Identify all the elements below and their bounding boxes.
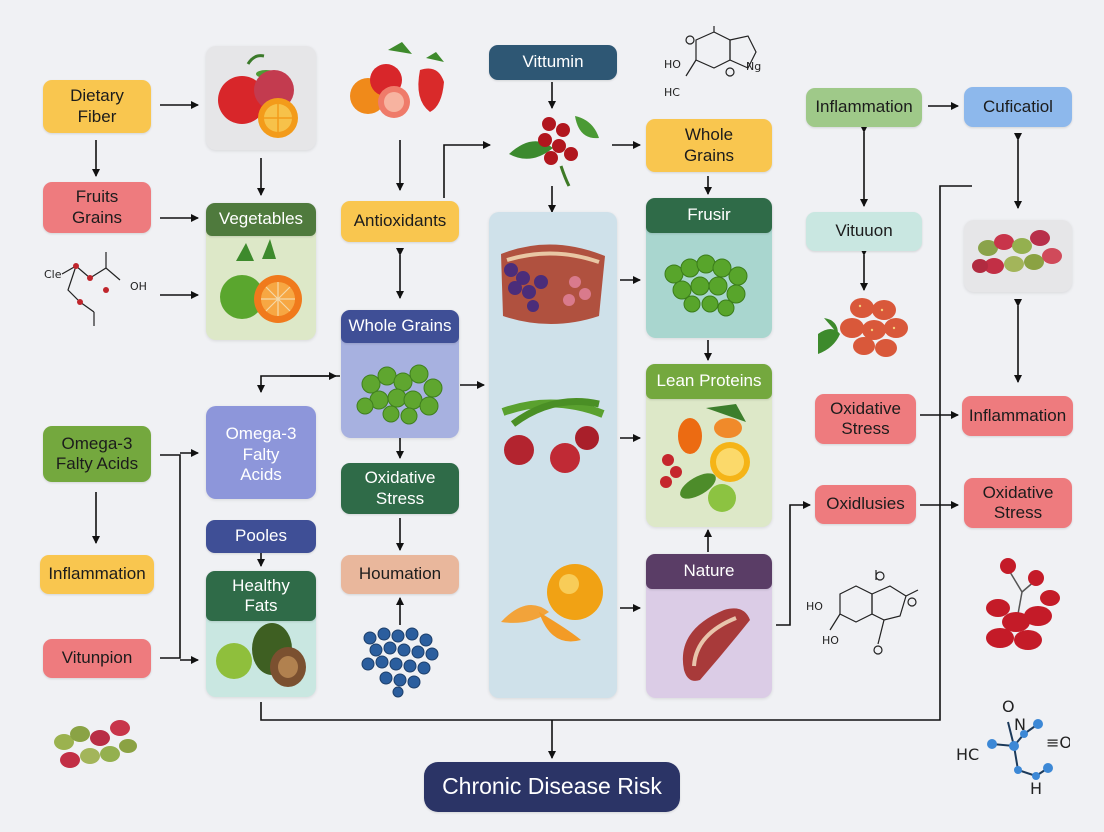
green-peas-icon	[341, 344, 459, 472]
mol-label-o: O	[1002, 697, 1015, 716]
fruit-panel	[206, 46, 316, 150]
center-panel	[489, 212, 617, 698]
label-healthy-fats: Healthy Fats	[206, 571, 316, 621]
label-cuficatiol: Cuficatiol	[964, 87, 1072, 127]
mol-label-ho: HO	[664, 58, 681, 71]
molecule-top-center: HO HC Ng	[660, 26, 770, 106]
label-oxidative-stress-far: Oxidative Stress	[964, 478, 1072, 528]
mol-label-ho-1: HO	[806, 600, 823, 613]
blueberries-icon	[356, 624, 446, 700]
mol-label-hc: HC	[956, 745, 979, 764]
label-lean-proteins: Lean Proteins	[646, 364, 772, 399]
strawberries-icon	[814, 288, 914, 364]
label-oxidative-stress-mid: Oxidative Stress	[341, 463, 459, 514]
mol-label-ho-2: HO	[822, 634, 839, 647]
berries-icon	[505, 108, 605, 188]
label-inflammation-right: Inflammation	[962, 396, 1073, 436]
label-vittumin: Vittumin	[489, 45, 617, 80]
label-nature: Nature	[646, 554, 772, 589]
label-vegetables: Vegetables	[206, 203, 316, 236]
center-foods-icons	[489, 212, 617, 698]
label-frusir: Frusir	[646, 198, 772, 233]
mol-label-ng: Ng	[746, 60, 761, 73]
molecule-bottom-right: HO HO	[800, 570, 930, 662]
mol-label-h: H	[1030, 779, 1042, 798]
mol-label-oh: OH	[130, 280, 147, 293]
mol-label-n: N	[1014, 715, 1026, 734]
mixed-fruit-icon	[346, 40, 456, 120]
label-whole-grains-right: Whole Grains	[646, 119, 772, 172]
steak-icon	[646, 590, 772, 734]
label-inflammation-top: Inflammation	[806, 88, 922, 127]
label-antioxidants: Antioxidants	[341, 201, 459, 242]
label-omega3-left: Omega-3 Falty Acids	[43, 426, 151, 482]
label-oxidative-stress-right: Oxidative Stress	[815, 394, 916, 444]
mixed-foods-icon	[646, 400, 772, 563]
mixed-beans-icon	[964, 220, 1072, 292]
label-fruits-grains: Fruits Grains	[43, 182, 151, 233]
arrow-antioxidants-vittumin	[444, 145, 490, 198]
bracket-left	[160, 455, 180, 658]
molecule-left-acid: Clе OH	[40, 252, 160, 336]
label-vitunpion: Vitunpion	[43, 639, 151, 678]
mol-label-eo: ≡O	[1046, 733, 1070, 752]
beans-corner-icon	[50, 712, 140, 776]
beans-panel	[964, 220, 1072, 292]
mol-label-cl: Clе	[44, 268, 62, 281]
chronic-disease-risk-title: Chronic Disease Risk	[424, 762, 680, 812]
label-oxidlusies: Oxidlusies	[815, 485, 916, 524]
label-pooles: Pooles	[206, 520, 316, 553]
label-omega3-panel: Omega-3 Falty Acids	[206, 420, 316, 490]
molecule-corner: O N ≡O HC H	[950, 694, 1070, 798]
mol-label-hc: HC	[664, 86, 680, 99]
green-grapes-icon	[646, 234, 772, 374]
molecule-model-icon	[976, 552, 1066, 664]
label-houmation: Houmation	[341, 555, 459, 594]
label-whole-grains-mid: Whole Grains	[341, 310, 459, 343]
arrow-grains-omega	[261, 376, 340, 392]
label-dietary-fiber: Dietary Fiber	[43, 80, 151, 133]
apple-orange-icon	[206, 46, 316, 150]
lime-orange-icon	[206, 231, 316, 368]
label-vituuon: Vituuon	[806, 212, 922, 251]
avocado-apple-icon	[206, 611, 316, 737]
label-inflammation-left: Inflammation	[40, 555, 154, 594]
